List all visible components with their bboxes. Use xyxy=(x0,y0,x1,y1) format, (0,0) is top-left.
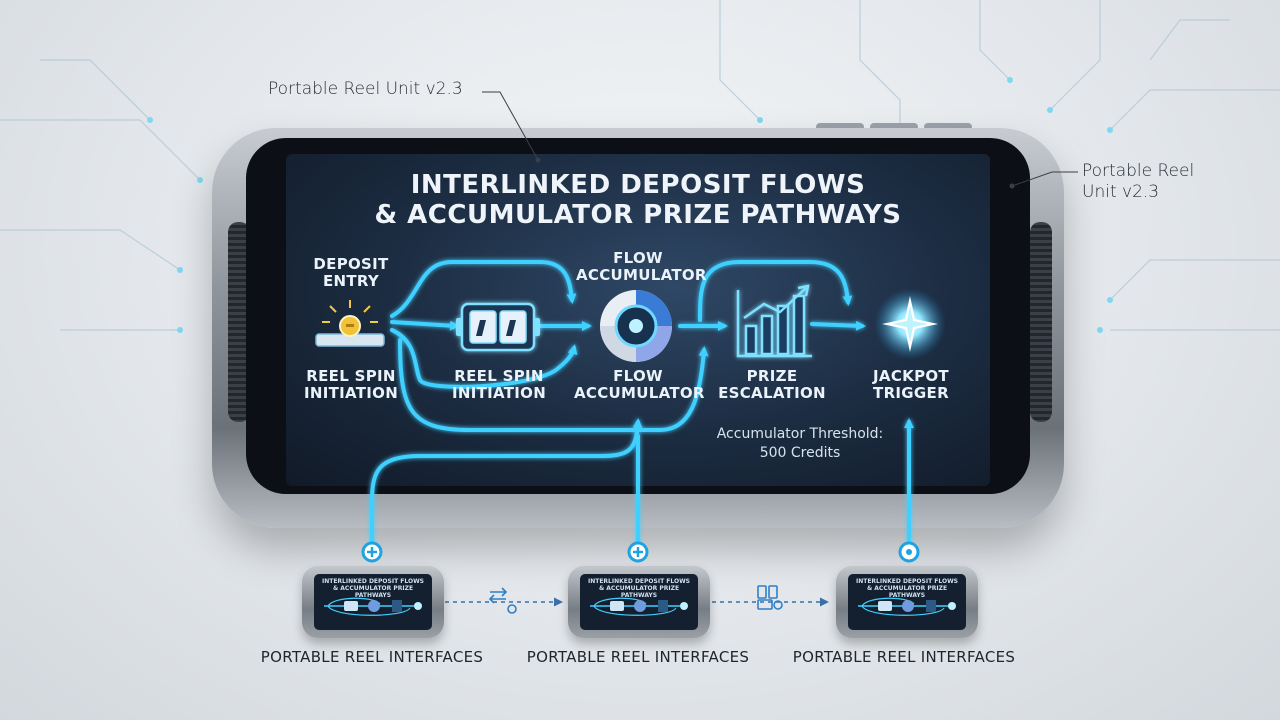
circuit-node xyxy=(1107,297,1113,303)
ring-gauge-icon xyxy=(600,290,672,362)
mini-flow-diagram xyxy=(590,597,688,616)
circuit-node xyxy=(1107,127,1113,133)
mini-screen-title: INTERLINKED DEPOSIT FLOWS & ACCUMULATOR … xyxy=(848,578,966,599)
mini-screen-title: INTERLINKED DEPOSIT FLOWS & ACCUMULATOR … xyxy=(314,578,432,599)
screen-title-line-1: INTERLINKED DEPOSIT FLOWS xyxy=(410,170,866,200)
node-label-line: TRIGGER xyxy=(873,384,949,402)
circuit-node xyxy=(1097,327,1103,333)
accumulator-threshold-note: Accumulator Threshold: 500 Credits xyxy=(710,425,890,463)
rising-bar-chart-icon xyxy=(736,284,812,358)
threshold-label: Accumulator Threshold: xyxy=(716,426,884,442)
node-label-prize-escalation: PRIZE ESCALATION xyxy=(712,368,832,402)
node-label-line: INITIATION xyxy=(451,384,547,402)
starburst-icon xyxy=(874,288,946,360)
transfer-card-icon xyxy=(757,585,783,610)
device-top-button xyxy=(924,123,972,131)
speaker-grille-left xyxy=(228,222,250,422)
mini-device-screen: INTERLINKED DEPOSIT FLOWS & ACCUMULATOR … xyxy=(314,574,432,630)
node-label-reel-spin-initiation-left: REEL SPIN INITIATION xyxy=(296,368,406,402)
mini-flow-diagram xyxy=(858,597,956,616)
node-label-line: REEL SPIN xyxy=(306,367,396,385)
node-label-flow-accumulator-top: FLOW ACCUMULATOR xyxy=(576,249,707,284)
flow-loop-lower xyxy=(398,338,709,432)
circuit-node xyxy=(147,117,153,123)
flow-arrow-deposit-to-reel xyxy=(390,320,460,331)
node-label-jackpot-trigger: JACKPOT TRIGGER xyxy=(856,368,966,402)
mini-device-label-3: PORTABLE REEL INTERFACES xyxy=(792,648,1016,666)
mini-screen-title-line: INTERLINKED DEPOSIT FLOWS xyxy=(321,578,425,585)
mini-screen-title: INTERLINKED DEPOSIT FLOWS & ACCUMULATOR … xyxy=(580,578,698,599)
node-label-line: JACKPOT xyxy=(873,367,949,385)
node-label-reel-spin-initiation: REEL SPIN INITIATION xyxy=(444,368,554,402)
node-label-line: FLOW xyxy=(613,249,663,267)
node-label-line: ESCALATION xyxy=(718,384,826,402)
node-label-line: DEPOSIT xyxy=(313,255,389,273)
node-label-line: ACCUMULATOR xyxy=(576,266,707,284)
plus-icon xyxy=(361,541,383,563)
flow-feed-mini-1 xyxy=(370,418,643,550)
device-top-button xyxy=(870,123,918,131)
node-label-line: ENTRY xyxy=(322,272,380,290)
coin-slot-icon xyxy=(315,300,385,347)
node-label-line: PRIZE xyxy=(746,367,798,385)
circuit-node xyxy=(1007,77,1013,83)
circuit-node xyxy=(197,177,203,183)
sync-arrows-icon xyxy=(488,587,517,614)
callout-label-right: Portable Reel Unit v2.3 xyxy=(1082,161,1195,202)
slot-reels-icon xyxy=(456,302,540,352)
mini-screen-title-line: INTERLINKED DEPOSIT FLOWS xyxy=(587,578,691,585)
node-label-line: ACCUMULATOR xyxy=(574,384,705,402)
threshold-value: 500 Credits xyxy=(759,445,841,461)
mini-screen-title-line: & ACCUMULATOR PRIZE PATHWAYS xyxy=(598,585,680,599)
mini-device-screen: INTERLINKED DEPOSIT FLOWS & ACCUMULATOR … xyxy=(580,574,698,630)
speaker-grille-right xyxy=(1030,222,1052,422)
mini-device-label-1: PORTABLE REEL INTERFACES xyxy=(260,648,484,666)
mini-device-2: INTERLINKED DEPOSIT FLOWS & ACCUMULATOR … xyxy=(568,566,710,638)
flow-loop-bottom-deposit xyxy=(390,328,578,389)
mini-screen-title-line: & ACCUMULATOR PRIZE PATHWAYS xyxy=(866,585,948,599)
flow-arrow-prize-to-jackpot xyxy=(810,320,866,331)
node-label-line: REEL SPIN xyxy=(454,367,544,385)
callout-leader-right xyxy=(1011,171,1078,187)
mini-screen-title-line: INTERLINKED DEPOSIT FLOWS xyxy=(855,578,959,585)
node-label-line: FLOW xyxy=(613,367,663,385)
callout-label-left: Portable Reel Unit v2.3 xyxy=(268,79,463,99)
callout-leader-dot xyxy=(1009,183,1015,189)
plus-icon xyxy=(627,541,649,563)
device-top-button xyxy=(816,123,864,131)
flow-loop-top-prize xyxy=(698,260,853,322)
circuit-node xyxy=(177,327,183,333)
node-label-deposit-entry: DEPOSIT ENTRY xyxy=(306,256,396,290)
mini-device-label-2: PORTABLE REEL INTERFACES xyxy=(526,648,750,666)
flow-loop-top-deposit xyxy=(390,260,577,318)
node-label-line: INITIATION xyxy=(303,384,399,402)
callout-leader-dot xyxy=(535,157,541,163)
mini-device-1: INTERLINKED DEPOSIT FLOWS & ACCUMULATOR … xyxy=(302,566,444,638)
callout-leader-left xyxy=(482,91,539,161)
mini-flow-diagram xyxy=(324,597,422,616)
circuit-node xyxy=(1047,107,1053,113)
node-label-flow-accumulator: FLOW ACCUMULATOR xyxy=(574,367,705,402)
circuit-node xyxy=(177,267,183,273)
circuit-node xyxy=(757,117,763,123)
target-icon xyxy=(898,541,920,563)
mini-device-3: INTERLINKED DEPOSIT FLOWS & ACCUMULATOR … xyxy=(836,566,978,638)
screen-title-line-2: & ACCUMULATOR PRIZE PATHWAYS xyxy=(374,200,902,230)
mini-screen-title-line: & ACCUMULATOR PRIZE PATHWAYS xyxy=(332,585,414,599)
mini-device-screen: INTERLINKED DEPOSIT FLOWS & ACCUMULATOR … xyxy=(848,574,966,630)
